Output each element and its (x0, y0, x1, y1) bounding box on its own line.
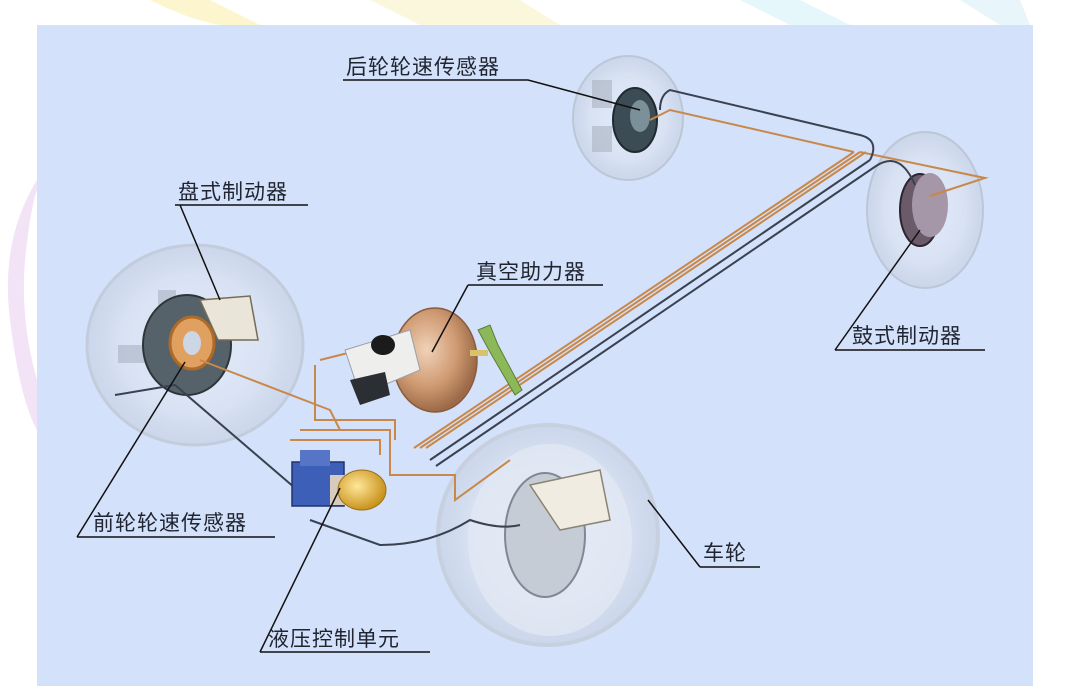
leader-hcu (259, 487, 430, 653)
hydraulic-control-unit (291, 450, 387, 511)
label-vacuum-booster: 真空助力器 (476, 260, 586, 284)
label-drum-brake: 鼓式制动器 (852, 324, 962, 348)
brake-pedal (470, 324, 523, 396)
leader-front-sensor (76, 361, 275, 538)
label-rear-wheel-speed-sensor: 后轮轮速传感器 (346, 55, 500, 79)
leader-rear-sensor (343, 79, 641, 111)
vacuum-booster (344, 307, 478, 413)
sensor-wires (114, 88, 916, 547)
label-wheel: 车轮 (703, 541, 747, 565)
leader-vacuum-booster (431, 284, 603, 353)
leader-lines (76, 79, 985, 653)
front-left-wheel (85, 243, 305, 447)
label-disc-brake: 盘式制动器 (178, 180, 288, 204)
leader-disc-brake (175, 204, 308, 301)
label-hydraulic-control-unit: 液压控制单元 (268, 627, 400, 651)
leader-wheel (647, 499, 760, 568)
brake-lines (199, 108, 989, 502)
leader-drum-brake (834, 229, 985, 351)
rear-left-wheel (572, 55, 684, 181)
front-right-wheel (436, 423, 660, 647)
rear-right-wheel (866, 131, 984, 289)
label-front-wheel-speed-sensor: 前轮轮速传感器 (93, 511, 247, 535)
